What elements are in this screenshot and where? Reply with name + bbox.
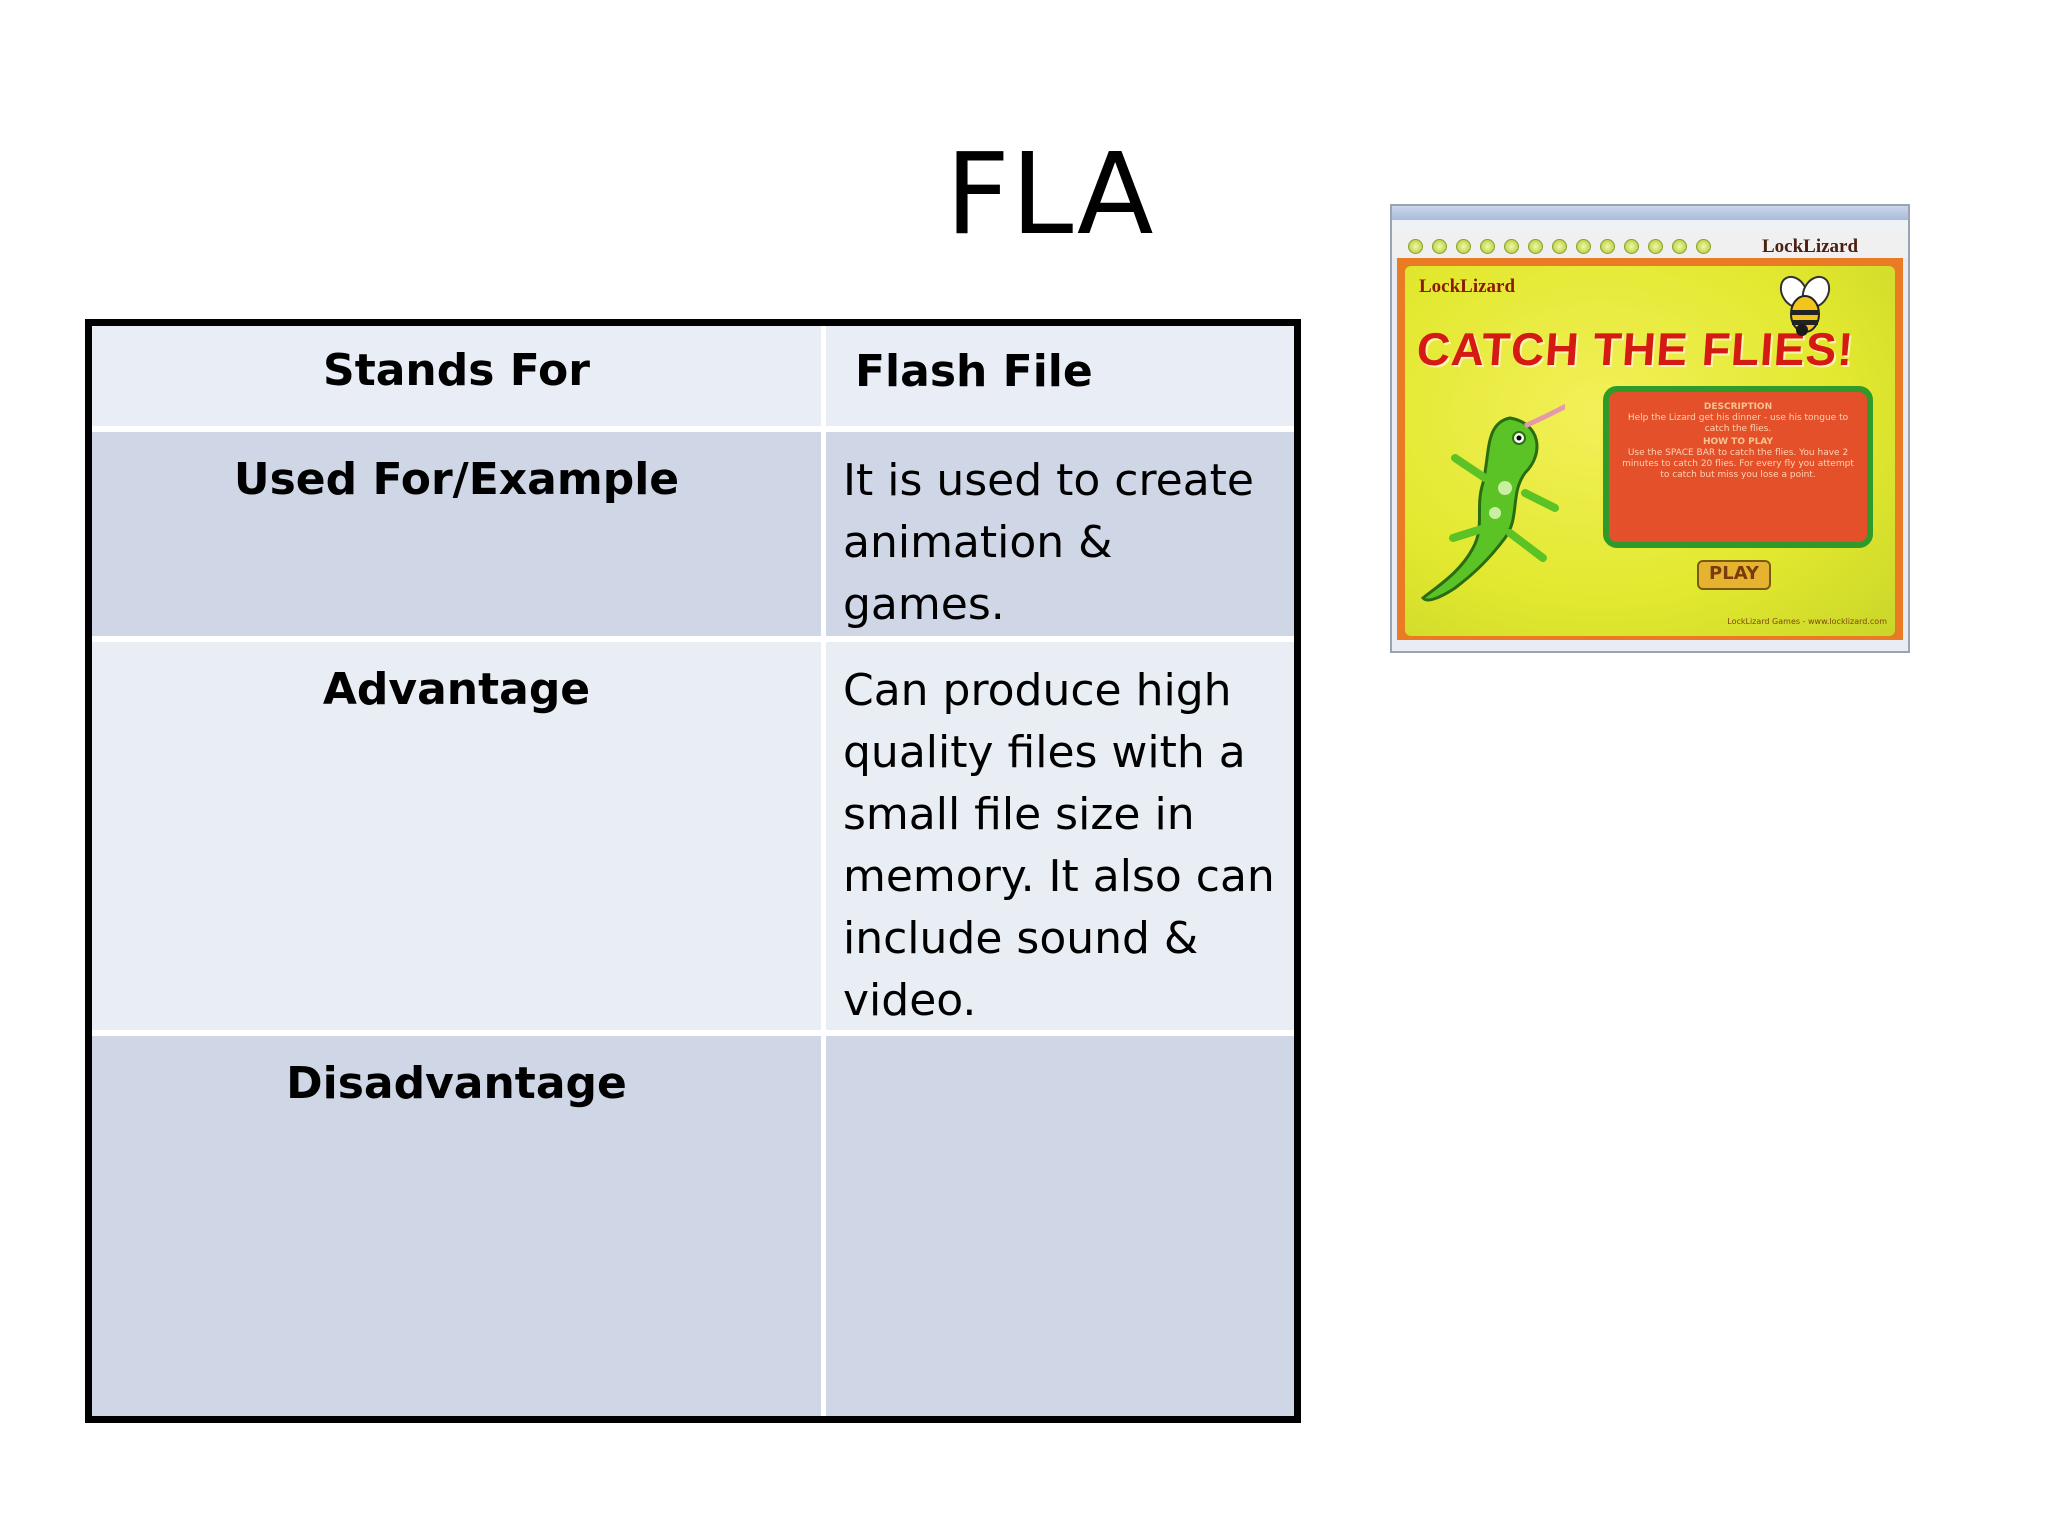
row-label: Advantage [322, 664, 591, 715]
toolbar-button-icon [1528, 239, 1543, 254]
toolbar-button-icon [1480, 239, 1495, 254]
how-to-play-heading: HOW TO PLAY [1702, 437, 1774, 447]
row-value: Flash File [855, 346, 1093, 397]
table-row: Used For/Example It is used to create an… [92, 432, 1294, 636]
row-value: It is used to create animation & games. [843, 455, 1254, 630]
row-divider [92, 426, 1294, 432]
table-row: Disadvantage [92, 1036, 1294, 1416]
table-row: Advantage Can produce high quality files… [92, 642, 1294, 1030]
toolbar-button-icon [1432, 239, 1447, 254]
description-heading: DESCRIPTION [1703, 402, 1773, 412]
toolbar-button-icon [1504, 239, 1519, 254]
slide-title: FLA [945, 130, 1155, 260]
description-panel: DESCRIPTION Help the Lizard get his dinn… [1603, 386, 1873, 548]
row-label: Used For/Example [233, 454, 680, 505]
row-divider [92, 1030, 1294, 1036]
how-to-play-text: Use the SPACE BAR to catch the flies. Yo… [1622, 448, 1854, 480]
toolbar-button-icon [1456, 239, 1471, 254]
game-footer: LockLizard Games - www.locklizard.com [1727, 617, 1887, 626]
game-screenshot: LockLizard LockLizard CATCH THE FLIES! D… [1390, 204, 1910, 653]
table-row: Stands For Flash File [92, 326, 1294, 426]
brand-logo: LockLizard [1762, 236, 1859, 257]
row-label: Disadvantage [286, 1058, 627, 1109]
window-titlebar [1392, 206, 1908, 220]
info-table: Stands For Flash File Used For/Example I… [85, 319, 1301, 1423]
toolbar-button-icon [1576, 239, 1591, 254]
toolbar-button-icon [1408, 239, 1423, 254]
toolbar-button-icon [1648, 239, 1663, 254]
row-divider [92, 636, 1294, 642]
row-value: Can produce high quality files with a sm… [843, 665, 1275, 1026]
brand-logo-small: LockLizard [1419, 276, 1516, 297]
game-area: LockLizard CATCH THE FLIES! DESCRIPTION … [1397, 258, 1903, 644]
fly-icon [1779, 275, 1831, 336]
row-label: Stands For [323, 345, 590, 396]
window-statusbar [1392, 640, 1908, 651]
toolbar-button-icon [1600, 239, 1615, 254]
play-button: PLAY [1697, 560, 1771, 590]
description-text: Help the Lizard get his dinner - use his… [1627, 413, 1849, 434]
toolbar-button-icon [1672, 239, 1687, 254]
toolbar-button-icon [1552, 239, 1567, 254]
lizard-icon [1420, 403, 1565, 602]
row-value [821, 1036, 1294, 1416]
toolbar-button-icon [1696, 239, 1711, 254]
window-toolbar [1392, 232, 1908, 258]
toolbar-button-icon [1624, 239, 1639, 254]
column-divider [821, 326, 826, 1416]
window-menubar [1392, 220, 1908, 232]
